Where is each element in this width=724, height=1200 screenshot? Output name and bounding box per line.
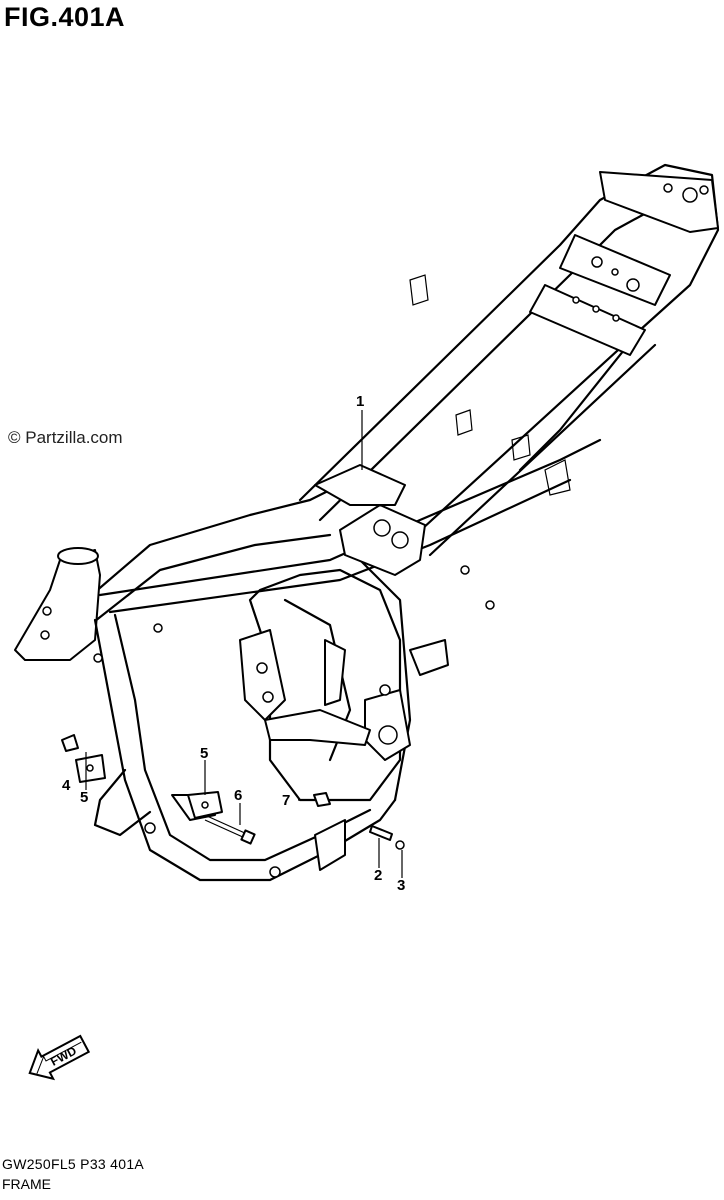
frame-assembly xyxy=(14,163,720,882)
bolt-part-2 xyxy=(369,825,393,841)
figure-title: FIG.401A xyxy=(4,2,126,32)
washer-part-3 xyxy=(395,840,405,850)
callout-4: 4 xyxy=(62,777,71,794)
bracket-part-5 xyxy=(187,791,223,819)
fwd-arrow-icon: FWD xyxy=(28,1034,91,1081)
callout-6: 6 xyxy=(234,787,242,804)
callout-1: 1 xyxy=(356,393,364,410)
callout-5-left: 5 xyxy=(80,789,88,806)
footer-diagram-code: GW250FL5 P33 401A xyxy=(2,1156,145,1172)
callout-2: 2 xyxy=(374,867,382,884)
callout-5-right: 5 xyxy=(200,745,208,762)
bolt-part-6 xyxy=(204,815,256,845)
nut-part-7 xyxy=(313,792,331,807)
callout-3: 3 xyxy=(397,877,405,894)
footer-section-name: FRAME xyxy=(2,1176,51,1192)
bracket-part-4 xyxy=(61,734,106,783)
callout-7: 7 xyxy=(282,792,290,809)
copyright-notice: © Partzilla.com xyxy=(8,428,123,447)
